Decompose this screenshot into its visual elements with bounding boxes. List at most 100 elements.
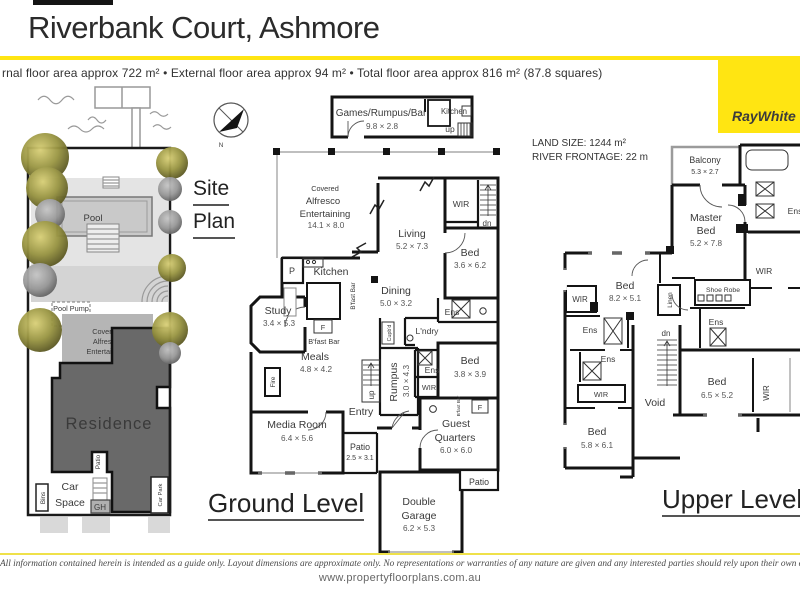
water-ripples-icon	[37, 95, 172, 133]
svg-text:Entertaining: Entertaining	[87, 347, 126, 356]
svg-text:3.6 × 6.2: 3.6 × 6.2	[454, 261, 487, 270]
stairs-dn-ground: dn	[480, 184, 496, 228]
svg-text:6.4 × 5.6: 6.4 × 5.6	[281, 434, 314, 443]
svg-text:Entertaining: Entertaining	[300, 209, 351, 220]
bed-a-label: Bed	[616, 280, 635, 292]
games-label: Games/Rumpus/Bar	[336, 108, 427, 119]
jetty	[94, 86, 151, 149]
bed1-label: Bed	[461, 247, 480, 259]
upper-level-plan: Balcony 5.3 × 2.7	[563, 143, 800, 479]
meals-label: Meals	[301, 351, 329, 363]
wir-top-label: WIR	[453, 199, 470, 209]
rumpus-label: Rumpus	[388, 362, 400, 401]
pool: Pool	[56, 176, 153, 253]
alfresco-posts	[273, 148, 500, 283]
games-up-label: up	[445, 124, 455, 134]
trees	[18, 133, 188, 364]
bed-c-label: Bed	[588, 426, 607, 438]
website-url: www.propertyfloorplans.com.au	[318, 572, 482, 584]
ens-c-label: Ens	[709, 317, 724, 327]
svg-text:4.8 × 4.2: 4.8 × 4.2	[300, 365, 333, 374]
scan-edge-bar	[33, 0, 113, 5]
games-building: Games/Rumpus/Bar 9.8 × 2.8 Kitchen up	[330, 95, 474, 139]
compass-n-label: N	[219, 142, 224, 149]
wir-b-label: WIR	[762, 385, 771, 401]
svg-text:6.0 × 6.0: 6.0 × 6.0	[440, 446, 473, 455]
upper-level-heading: Upper Level	[662, 484, 800, 517]
kitchen-label: Kitchen	[313, 266, 348, 278]
cupboard: Cupb'd	[381, 321, 395, 345]
svg-text:14.1 × 8.0: 14.1 × 8.0	[308, 221, 345, 230]
svg-text:Covered: Covered	[92, 327, 120, 336]
svg-text:5.2 × 7.3: 5.2 × 7.3	[396, 242, 429, 251]
up-label: up	[367, 390, 376, 399]
bins-store: Bins	[35, 483, 49, 512]
stairs-up: up	[361, 359, 381, 403]
guest-label-1: Guest	[442, 418, 470, 430]
driveway	[40, 517, 170, 533]
stairs-dn-upper: dn	[657, 329, 677, 386]
svg-text:Bins: Bins	[40, 492, 47, 504]
footer-rule	[0, 553, 800, 555]
garage-label-2: Garage	[401, 510, 436, 522]
bed2-label: Bed	[461, 355, 480, 367]
master-label-1: Master	[690, 212, 723, 224]
balcony: Balcony 5.3 × 2.7	[670, 145, 740, 185]
ens-a-label: Ens	[583, 325, 598, 335]
ground-level-plan: Games/Rumpus/Bar 9.8 × 2.8 Kitchen up Co…	[249, 95, 500, 554]
study-label: Study	[265, 305, 293, 317]
bfast-bar-h-label: B'fast Bar	[308, 337, 340, 346]
fridge-label: F	[321, 323, 326, 332]
bath-fixtures-upper	[582, 149, 789, 381]
pool-label: Pool	[83, 213, 102, 224]
svg-text:2.5 × 3.1: 2.5 × 3.1	[346, 455, 374, 462]
svg-text:3.0 × 4.3: 3.0 × 4.3	[402, 365, 411, 398]
brand-logo: RayWhite	[732, 108, 796, 124]
wir-right-label: WIR	[756, 266, 773, 276]
svg-text:5.0 × 3.2: 5.0 × 3.2	[380, 299, 413, 308]
accent-rule	[0, 56, 800, 60]
games-kitchen-label: Kitchen	[441, 107, 467, 116]
ground-level-heading: Ground Level	[208, 488, 365, 521]
void-label: Void	[645, 397, 666, 409]
svg-text:Car Park: Car Park	[158, 483, 164, 506]
upper-wall-stubs	[590, 194, 748, 320]
svg-text:Alfresco: Alfresco	[93, 337, 119, 346]
games-dims: 9.8 × 2.8	[366, 122, 399, 131]
page-title: Riverbank Court, Ashmore	[28, 10, 380, 45]
garage-label-1: Double	[402, 496, 435, 508]
bed-b-label: Bed	[708, 376, 727, 388]
ens2-label: Ens	[425, 365, 440, 375]
media-label: Media Room	[267, 419, 327, 431]
site-plan: N Pool Pool Pump Covered Alfresco	[18, 86, 249, 533]
guest-bar-label: B'fast Bar	[456, 395, 462, 416]
svg-text:3.4 × 5.3: 3.4 × 5.3	[263, 319, 296, 328]
upper-openings	[563, 183, 747, 447]
upper-dn-label: dn	[662, 329, 671, 338]
car-space-label-2: Space	[55, 497, 85, 509]
site-patio-label: Patio	[95, 454, 102, 469]
land-size: LAND SIZE: 1244 m²	[532, 138, 626, 149]
svg-text:Covered: Covered	[311, 184, 339, 193]
brand-block: RayWhite	[718, 56, 800, 133]
bfast-bar-v-label: B'fast Bar	[350, 282, 357, 309]
ground-windows	[258, 472, 454, 553]
svg-text:3.8 × 3.9: 3.8 × 3.9	[454, 370, 487, 379]
svg-text:Alfresco: Alfresco	[306, 196, 340, 207]
guest-label-2: Quarters	[435, 432, 476, 444]
svg-text:5.3 × 2.7: 5.3 × 2.7	[691, 169, 719, 176]
master-label-2: Bed	[697, 225, 716, 237]
svg-text:5.8 × 6.1: 5.8 × 6.1	[581, 441, 614, 450]
upper-door-arcs	[631, 184, 746, 311]
svg-text:8.2 × 5.1: 8.2 × 5.1	[609, 294, 642, 303]
svg-text:Balcony: Balcony	[689, 155, 721, 165]
guest-fridge-label: F	[478, 403, 483, 412]
residence-label: Residence	[66, 415, 153, 433]
dining-label: Dining	[381, 285, 411, 297]
compass-icon: N	[213, 102, 249, 149]
residence-steps	[92, 477, 108, 501]
river-frontage: RIVER FRONTAGE: 22 m	[532, 151, 648, 163]
ens-right-label: Ens	[788, 206, 800, 216]
pool-pump-label: Pool Pump	[53, 304, 89, 313]
